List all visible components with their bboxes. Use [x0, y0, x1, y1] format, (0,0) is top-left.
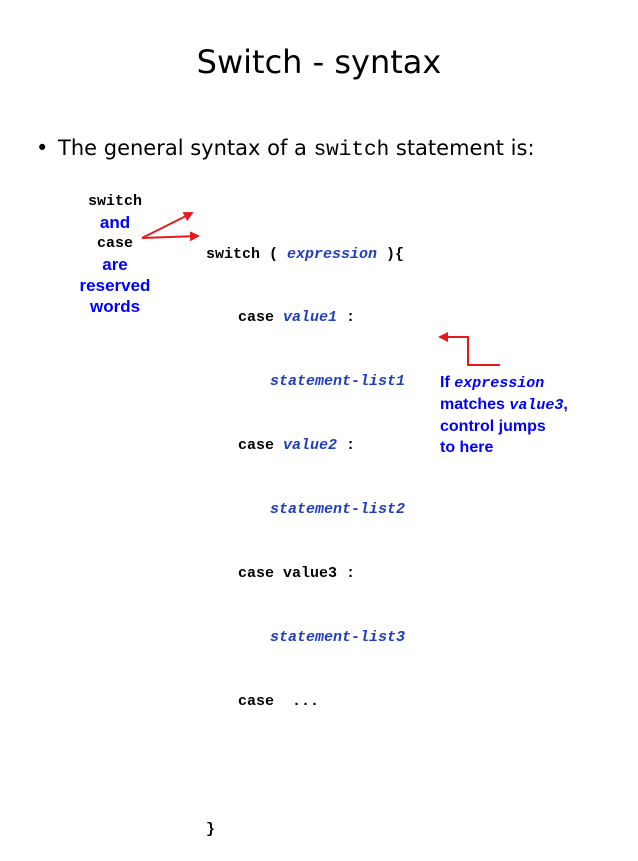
note-words-word: words [89, 297, 141, 316]
bullet-dot-icon: • [36, 136, 49, 160]
note-reserved-word: reserved [79, 276, 151, 295]
slide-title: Switch - syntax [196, 43, 442, 81]
bullet-text-before: The general syntax of a [58, 136, 314, 160]
note-right-line-4: to here [440, 439, 494, 456]
note-case-word: case [96, 235, 133, 252]
arrow-to-case-icon [141, 231, 200, 242]
bullet-keyword: switch [313, 139, 390, 162]
note-right-line-2: matches value3, [440, 396, 568, 414]
annotation-arrows [141, 212, 500, 366]
code-line-8: case ... [238, 692, 320, 710]
code-line-1: switch ( expression ){ [206, 245, 405, 263]
code-line-4: case value2 : [238, 437, 356, 455]
note-are-word: are [102, 255, 128, 274]
code-line-2: case value1 : [238, 309, 356, 327]
note-right-line-3: control jumps [440, 418, 546, 435]
arrow-to-switch-icon [141, 212, 194, 239]
code-line-7: statement-list3 [270, 628, 406, 646]
note-right-line-1: If expression [440, 374, 545, 392]
note-and-word: and [99, 213, 131, 232]
code-line-5: statement-list2 [270, 501, 406, 519]
code-line-9 [206, 755, 405, 776]
arrow-to-statement-list3-icon [438, 332, 500, 366]
code-line-3: statement-list1 [270, 373, 406, 391]
note-switch-word: switch [87, 193, 142, 210]
code-line-10: } [206, 820, 216, 838]
bullet-text-after: statement is: [389, 136, 535, 160]
code-line-6: case value3 : [238, 565, 356, 583]
reserved-words-note: switch and case are reserved words [62, 191, 168, 317]
bullet-line: • The general syntax of a switch statemen… [36, 134, 535, 165]
control-jump-note: If expression matches value3, control ju… [440, 372, 568, 458]
